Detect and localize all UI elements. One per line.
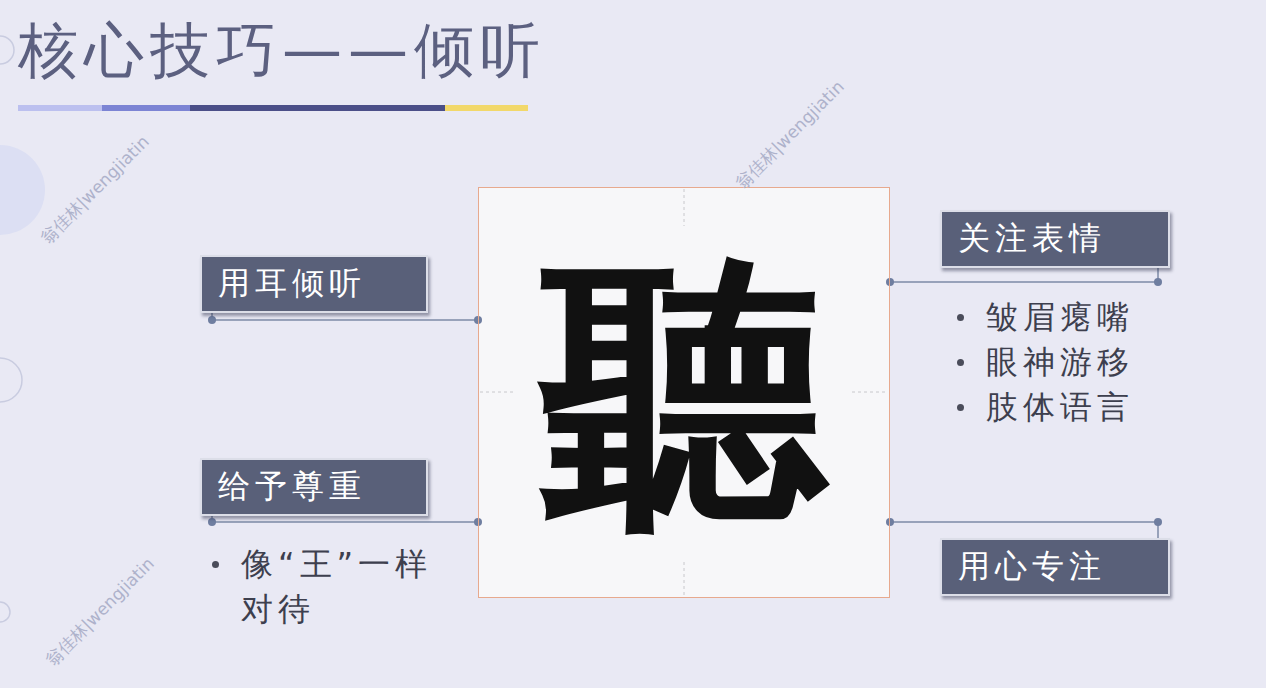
label-box: 给予尊重像“王”一样对待 bbox=[200, 458, 428, 516]
label-box: 用耳倾听 bbox=[200, 255, 428, 313]
leader-line bbox=[890, 522, 1158, 538]
bullet-dot bbox=[212, 561, 219, 568]
bullet-dot bbox=[957, 314, 964, 321]
bullet-row: 皱眉瘪嘴 bbox=[957, 295, 1134, 340]
label-box: 用心专注 bbox=[940, 538, 1170, 596]
line-dot bbox=[1154, 278, 1162, 286]
bullet-text: 肢体语言 bbox=[986, 385, 1134, 430]
deco-ring bbox=[0, 358, 22, 402]
grid-line bbox=[480, 392, 516, 393]
leader-line bbox=[212, 313, 478, 320]
grid-line bbox=[852, 392, 888, 393]
title-underline bbox=[445, 105, 528, 111]
deco-circle bbox=[0, 145, 45, 235]
label-heading: 关注表情 bbox=[958, 219, 1106, 257]
title-underline bbox=[102, 105, 190, 111]
bullet-row: 眼神游移 bbox=[957, 340, 1134, 385]
character-grid-box: 聽 bbox=[478, 187, 890, 598]
line-dot bbox=[886, 518, 894, 526]
calligraphy-character: 聽 bbox=[539, 248, 829, 538]
bullet-dot bbox=[957, 404, 964, 411]
label-heading: 用心专注 bbox=[958, 547, 1106, 585]
label-heading: 用耳倾听 bbox=[218, 264, 366, 302]
title-underline bbox=[18, 105, 102, 111]
grid-paper bbox=[478, 187, 890, 598]
label-heading: 给予尊重 bbox=[218, 467, 366, 505]
bullet-row: 像“王”一样对待 bbox=[212, 542, 437, 632]
line-dot bbox=[208, 518, 216, 526]
watermark: 翁佳林|wengjiatin bbox=[36, 131, 155, 250]
bullet-row: 肢体语言 bbox=[957, 385, 1134, 430]
bullet-text: 皱眉瘪嘴 bbox=[986, 295, 1134, 340]
line-dot bbox=[208, 316, 216, 324]
label-box: 关注表情皱眉瘪嘴眼神游移肢体语言 bbox=[940, 210, 1170, 268]
leader-line bbox=[212, 516, 478, 522]
deco-ring bbox=[0, 36, 14, 64]
title-underline bbox=[190, 105, 445, 111]
bullet-list: 像“王”一样对待 bbox=[212, 542, 437, 632]
deco-ring bbox=[0, 602, 10, 622]
bullet-dot bbox=[957, 359, 964, 366]
bullet-list: 皱眉瘪嘴眼神游移肢体语言 bbox=[957, 295, 1134, 430]
grid-line bbox=[684, 189, 685, 226]
watermark: 翁佳林|wengjiatin bbox=[41, 553, 160, 672]
watermark: 翁佳林|wengjiatin bbox=[731, 76, 850, 195]
line-dot bbox=[886, 278, 894, 286]
bullet-text: 像“王”一样对待 bbox=[241, 542, 437, 632]
leader-line bbox=[890, 268, 1158, 282]
bullet-text: 眼神游移 bbox=[986, 340, 1134, 385]
line-dot bbox=[1154, 518, 1162, 526]
title: 核心技巧——倾听 bbox=[18, 14, 546, 86]
grid-line bbox=[684, 562, 685, 596]
